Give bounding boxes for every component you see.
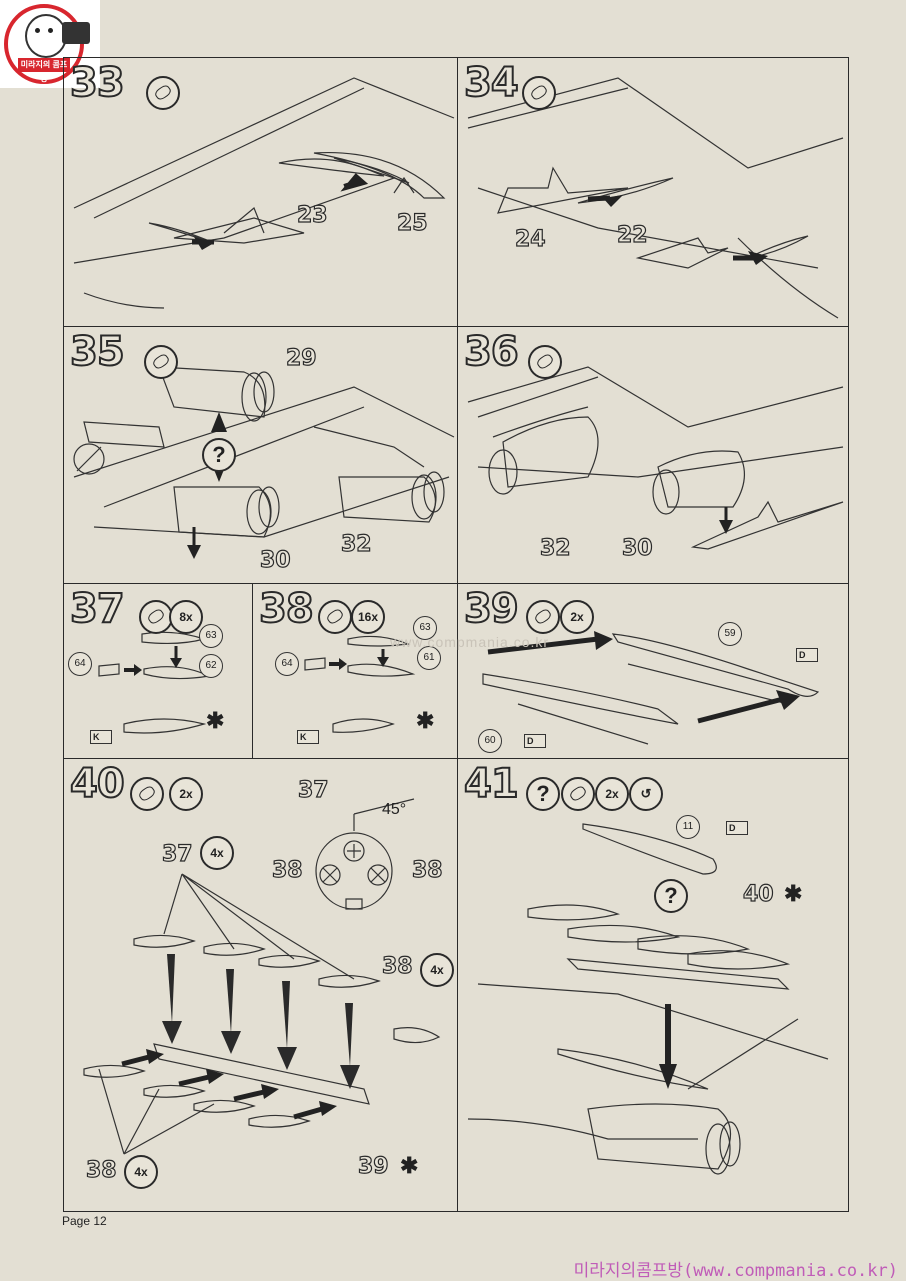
glue-tube-icon bbox=[528, 345, 562, 379]
part-number: 37 bbox=[161, 842, 193, 867]
step-40-drawing bbox=[83, 798, 441, 1155]
decal-icon: D bbox=[796, 648, 818, 662]
decal-icon: D bbox=[726, 821, 748, 835]
quantity-badge: 4x bbox=[420, 953, 454, 987]
site-logo: 미라지의 콤프방 bbox=[0, 0, 100, 88]
step-36-drawing bbox=[467, 366, 844, 550]
step-39-panel: 39 2x 59 60 D D bbox=[457, 583, 849, 759]
glue-tube-icon bbox=[526, 600, 560, 634]
part-callout: 61 bbox=[417, 646, 441, 670]
glue-tube-icon bbox=[144, 345, 178, 379]
step-number: 33 bbox=[69, 59, 126, 107]
question-icon: ? bbox=[654, 879, 688, 913]
paint-asterisk-icon: ✱ bbox=[206, 708, 225, 733]
part-number: 38 bbox=[411, 858, 443, 883]
step-number: 34 bbox=[463, 59, 520, 107]
logo-ribbon: 미라지의 콤프방 bbox=[18, 58, 70, 83]
part-callout: 63 bbox=[413, 616, 437, 640]
part-callout: 62 bbox=[199, 654, 223, 678]
step-34-drawing bbox=[467, 77, 844, 319]
paint-asterisk-icon: ✱ bbox=[784, 881, 803, 906]
part-number: 37 bbox=[297, 778, 329, 803]
part-number: 32 bbox=[340, 532, 372, 557]
rotate-icon: ↺ bbox=[629, 777, 663, 811]
quantity-badge: 2x bbox=[595, 777, 629, 811]
step-number: 35 bbox=[69, 328, 126, 376]
question-icon: ? bbox=[202, 438, 236, 472]
step-38-panel: 38 16x 63 64 61 K ✱ bbox=[252, 583, 458, 759]
step-number: 39 bbox=[463, 585, 520, 633]
quantity-badge: 2x bbox=[560, 600, 594, 634]
part-number: 30 bbox=[259, 548, 291, 573]
footer-credit[interactable]: 미라지의콤프방(www.compmania.co.kr) bbox=[573, 1261, 898, 1281]
glue-tube-icon bbox=[130, 777, 164, 811]
part-number: 29 bbox=[285, 346, 317, 371]
part-number: 32 bbox=[539, 536, 571, 561]
watermark: www.compmania.co.kr bbox=[390, 634, 550, 650]
part-callout: 59 bbox=[718, 622, 742, 646]
step-34-panel: 34 24 22 bbox=[457, 57, 849, 327]
quantity-badge: 16x bbox=[351, 600, 385, 634]
part-callout: 11 bbox=[676, 815, 700, 839]
part-number: 38 bbox=[271, 858, 303, 883]
step-39-drawing bbox=[482, 631, 820, 745]
quantity-badge: 2x bbox=[169, 777, 203, 811]
logo-ring bbox=[4, 4, 84, 84]
page-number: Page 12 bbox=[62, 1214, 107, 1228]
quantity-badge: 4x bbox=[200, 836, 234, 870]
step-41-drawing bbox=[467, 823, 829, 1175]
step-number: 37 bbox=[69, 585, 126, 633]
step-number: 36 bbox=[463, 328, 520, 376]
step-37-panel: 37 8x 63 64 62 K ✱ bbox=[63, 583, 253, 759]
paint-asterisk-icon: ✱ bbox=[416, 708, 435, 733]
part-number: 25 bbox=[396, 211, 428, 236]
part-callout: 60 bbox=[478, 729, 502, 753]
glue-tube-icon bbox=[561, 777, 595, 811]
part-callout: 64 bbox=[68, 652, 92, 676]
question-icon: ? bbox=[526, 777, 560, 811]
paint-asterisk-icon: ✱ bbox=[400, 1153, 419, 1178]
camera-icon bbox=[62, 22, 90, 44]
part-callout: 64 bbox=[275, 652, 299, 676]
step-36-panel: 36 32 30 bbox=[457, 326, 849, 584]
glue-tube-icon bbox=[318, 600, 352, 634]
part-number: 38 bbox=[381, 954, 413, 979]
quantity-badge: 4x bbox=[124, 1155, 158, 1189]
decal-icon: K bbox=[90, 730, 112, 744]
step-38-drawing bbox=[304, 635, 416, 733]
part-number: 22 bbox=[616, 223, 648, 248]
step-number: 41 bbox=[463, 760, 520, 808]
bear-mascot-icon bbox=[25, 14, 67, 58]
step-33-panel: 33 23 25 bbox=[63, 57, 458, 327]
step-40-panel: 40 2x 37 38 38 45° 37 4x 38 4x 38 4x 39 … bbox=[63, 758, 458, 1212]
part-number: 38 bbox=[85, 1158, 117, 1183]
decal-icon: K bbox=[297, 730, 319, 744]
glue-tube-icon bbox=[522, 76, 556, 110]
part-callout: 63 bbox=[199, 624, 223, 648]
angle-label: 45° bbox=[382, 801, 407, 818]
part-number: 40 bbox=[742, 882, 774, 907]
quantity-badge: 8x bbox=[169, 600, 203, 634]
decal-icon: D bbox=[524, 734, 546, 748]
part-number: 24 bbox=[514, 227, 546, 252]
glue-tube-icon bbox=[146, 76, 180, 110]
part-number: 30 bbox=[621, 536, 653, 561]
part-number: 23 bbox=[296, 203, 328, 228]
step-number: 40 bbox=[69, 760, 126, 808]
step-33-drawing bbox=[73, 77, 455, 309]
glue-tube-icon bbox=[139, 600, 173, 634]
step-41-panel: 41 ? 2x ↺ 11 D ? 40 ✱ bbox=[457, 758, 849, 1212]
step-number: 38 bbox=[258, 585, 315, 633]
step-35-panel: 35 ? 29 30 32 bbox=[63, 326, 458, 584]
part-number: 39 bbox=[357, 1154, 389, 1179]
